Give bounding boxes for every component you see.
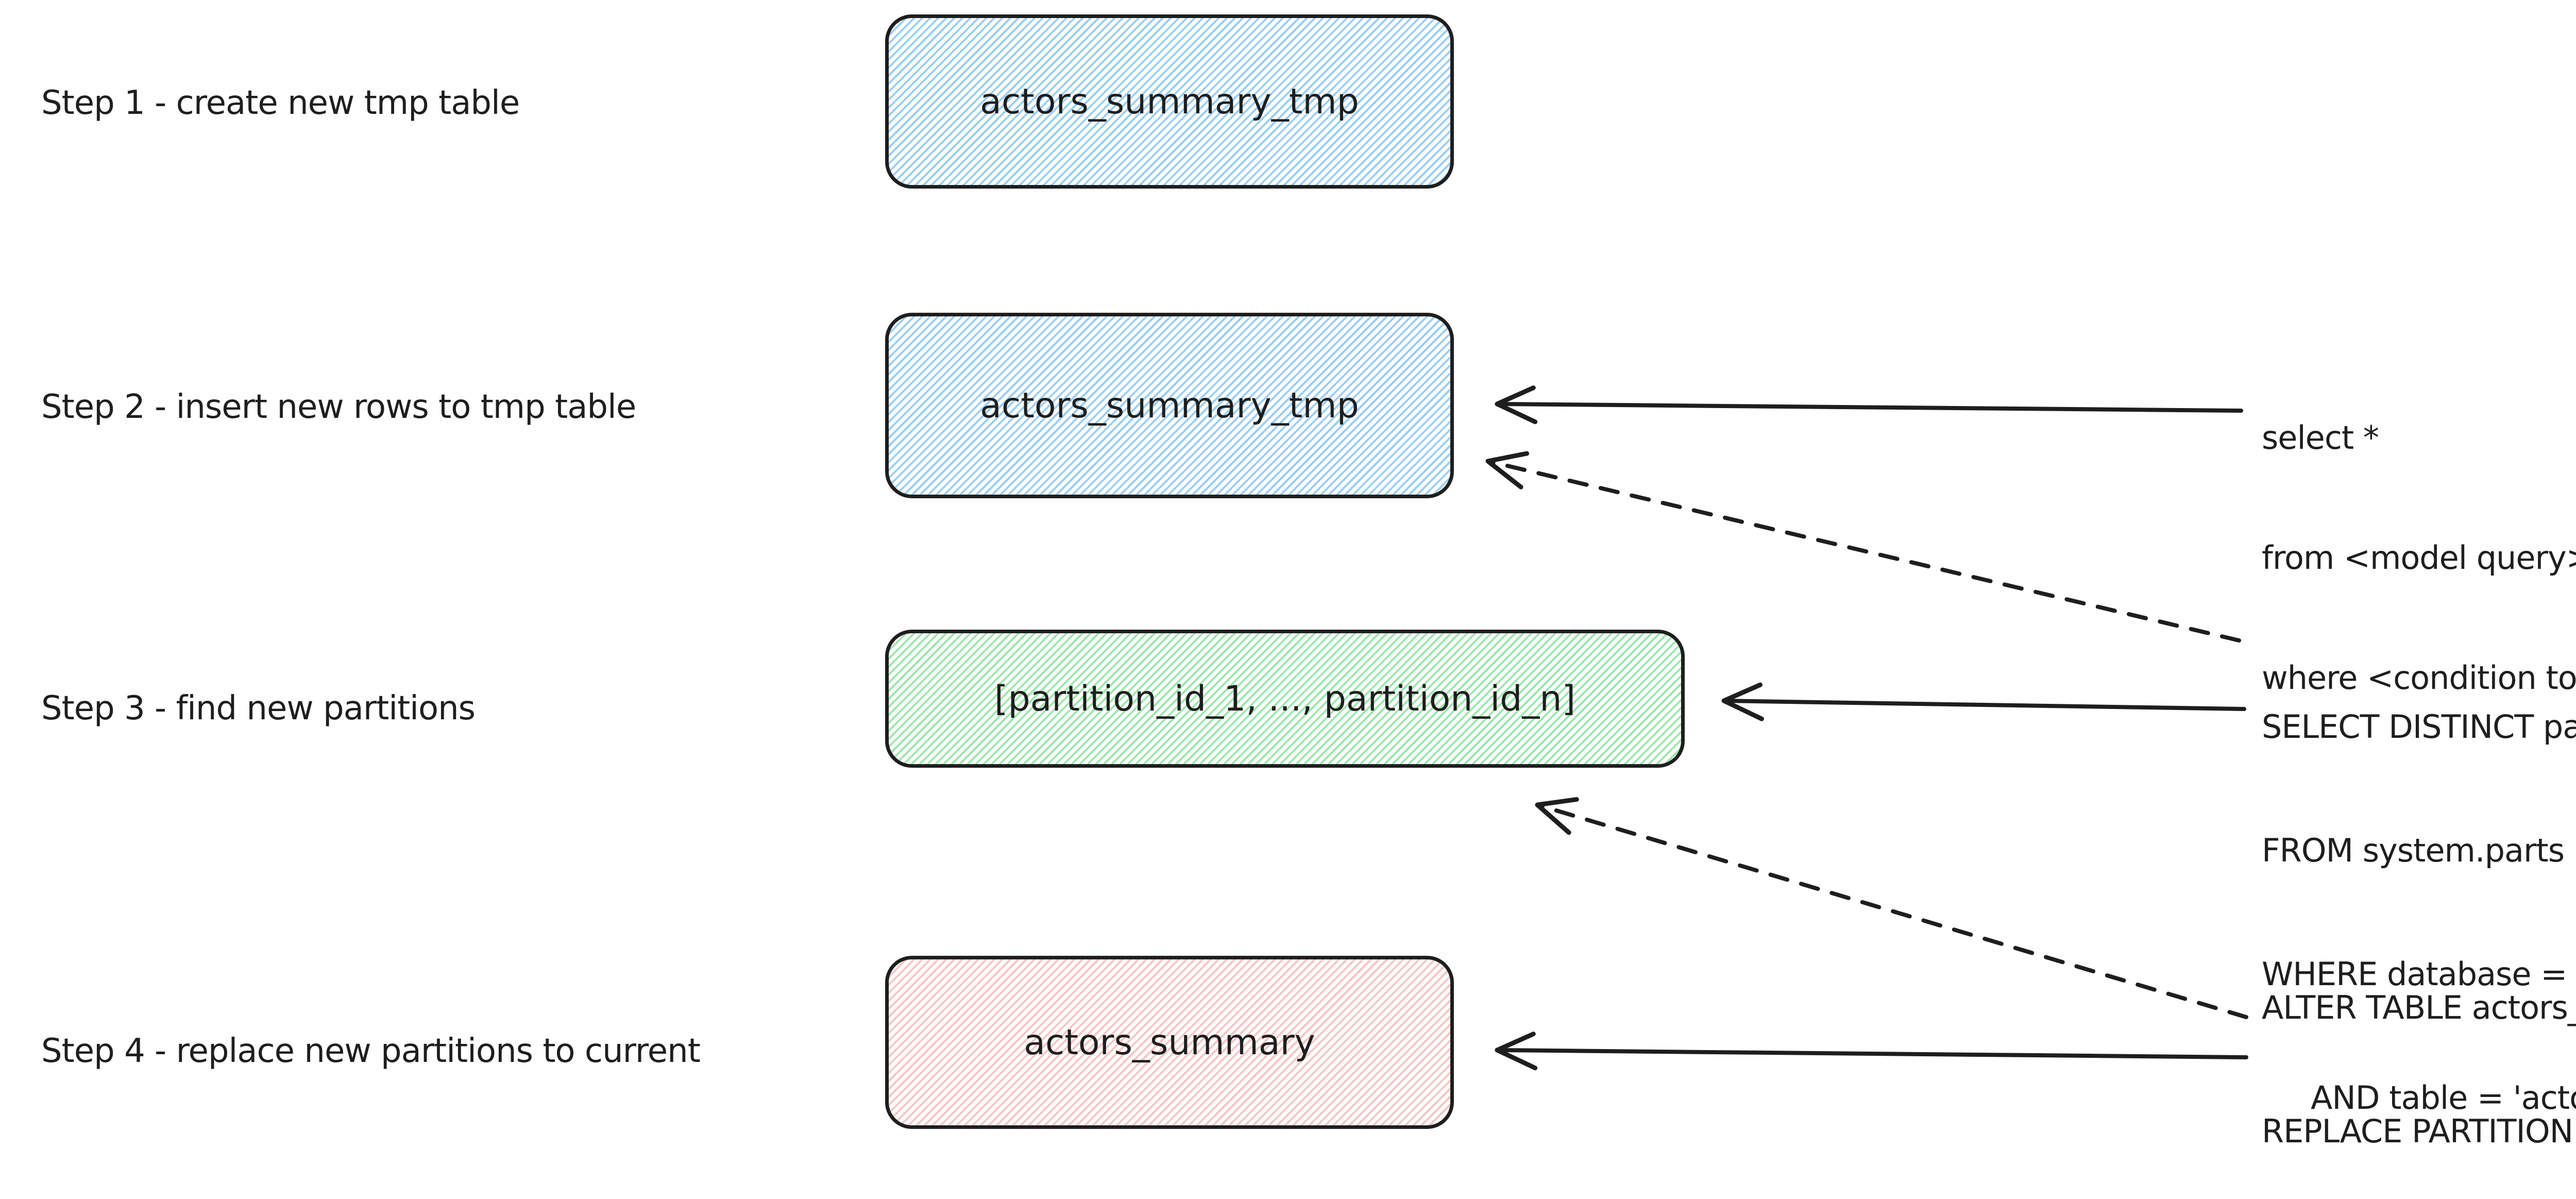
node-partitions-list: [partition_id_1, ..., partition_id_n] [885, 630, 1685, 768]
step-4-label: Step 4 - replace new partitions to curre… [41, 1032, 701, 1070]
sql-line: AND table = 'actors_summary_tmp' [2311, 1079, 2576, 1117]
sql-replace-partitions: ALTER TABLE actors_summary REPLACE PARTI… [2262, 908, 2576, 1199]
node-current-table: actors_summary [885, 956, 1454, 1129]
sql-line: where <condition to identify new> [2262, 659, 2576, 697]
sql-line: FROM system.parts [2262, 832, 2565, 869]
node-tmp-table-step2-label: actors_summary_tmp [980, 385, 1359, 426]
sql-line: REPLACE PARTITION partition_id_1 [2262, 1112, 2573, 1150]
node-tmp-table-step1-label: actors_summary_tmp [980, 81, 1359, 122]
node-tmp-table-step2: actors_summary_tmp [885, 313, 1454, 498]
node-partitions-list-label: [partition_id_1, ..., partition_id_n] [994, 678, 1576, 719]
arrow-find-partitions-to-list [1721, 682, 2246, 721]
sql-line: WHERE database = <database> [2262, 955, 2567, 993]
node-tmp-table-step1: actors_summary_tmp [885, 14, 1454, 189]
arrow-select-to-tmp-table [1495, 385, 2243, 425]
step-1-label: Step 1 - create new tmp table [41, 84, 520, 122]
dashed-arrow-find-partitions-to-tmp-table [1485, 451, 2241, 643]
dashed-arrow-replace-to-partitions-list [1535, 797, 2248, 1019]
sql-find-partitions: SELECT DISTINCT partition_id FROM system… [2262, 628, 2576, 1197]
sql-line: select * [2262, 419, 2379, 457]
sql-line: from <model query> [2262, 539, 2576, 577]
node-current-table-label: actors_summary [1024, 1022, 1315, 1063]
arrow-replace-to-current-table [1495, 1032, 2248, 1071]
sql-insert-select: select * from <model query> where <condi… [2262, 340, 2576, 775]
sql-line: ALTER TABLE actors_summary [2262, 989, 2576, 1026]
sql-line: SELECT DISTINCT partition_id [2262, 708, 2576, 746]
step-2-label: Step 2 - insert new rows to tmp table [41, 388, 636, 426]
step-3-label: Step 3 - find new partitions [41, 689, 476, 728]
